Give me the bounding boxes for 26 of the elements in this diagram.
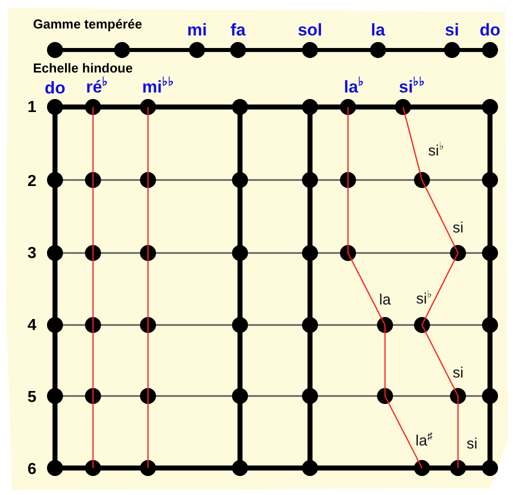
fret-number: 2	[28, 174, 36, 190]
note-name: la	[379, 292, 391, 308]
note-name: do	[480, 22, 500, 38]
note-name: si$^{♭}$	[416, 290, 432, 306]
note-name: si$^{♭♭}$	[398, 76, 426, 96]
note-name: si	[444, 22, 460, 38]
scale-title: Echelle hindoue	[33, 62, 133, 74]
fret-number: 3	[28, 246, 36, 262]
note-name: la	[370, 22, 386, 38]
note-name: mi$^{♭♭}$	[142, 76, 174, 96]
fret-number: 1	[28, 100, 36, 116]
note-name: sol	[298, 22, 322, 38]
note-name: si	[452, 220, 464, 236]
note-name: fa	[230, 22, 246, 38]
note-name: do	[44, 80, 66, 96]
note-name: si$^{♭}$	[428, 142, 444, 158]
fret-number: 4	[28, 318, 36, 334]
note-name: mi	[187, 22, 207, 38]
fret-number: 6	[28, 462, 36, 478]
note-name: la$^{♭}$	[344, 76, 364, 96]
scale-title: Gamme tempérée	[33, 18, 142, 30]
note-name: si	[466, 436, 478, 452]
note-name: ré$^{♭}$	[86, 76, 108, 96]
note-name: si	[452, 366, 464, 380]
note-name: la$^{♯}$	[416, 432, 432, 448]
fret-number: 5	[28, 390, 36, 406]
